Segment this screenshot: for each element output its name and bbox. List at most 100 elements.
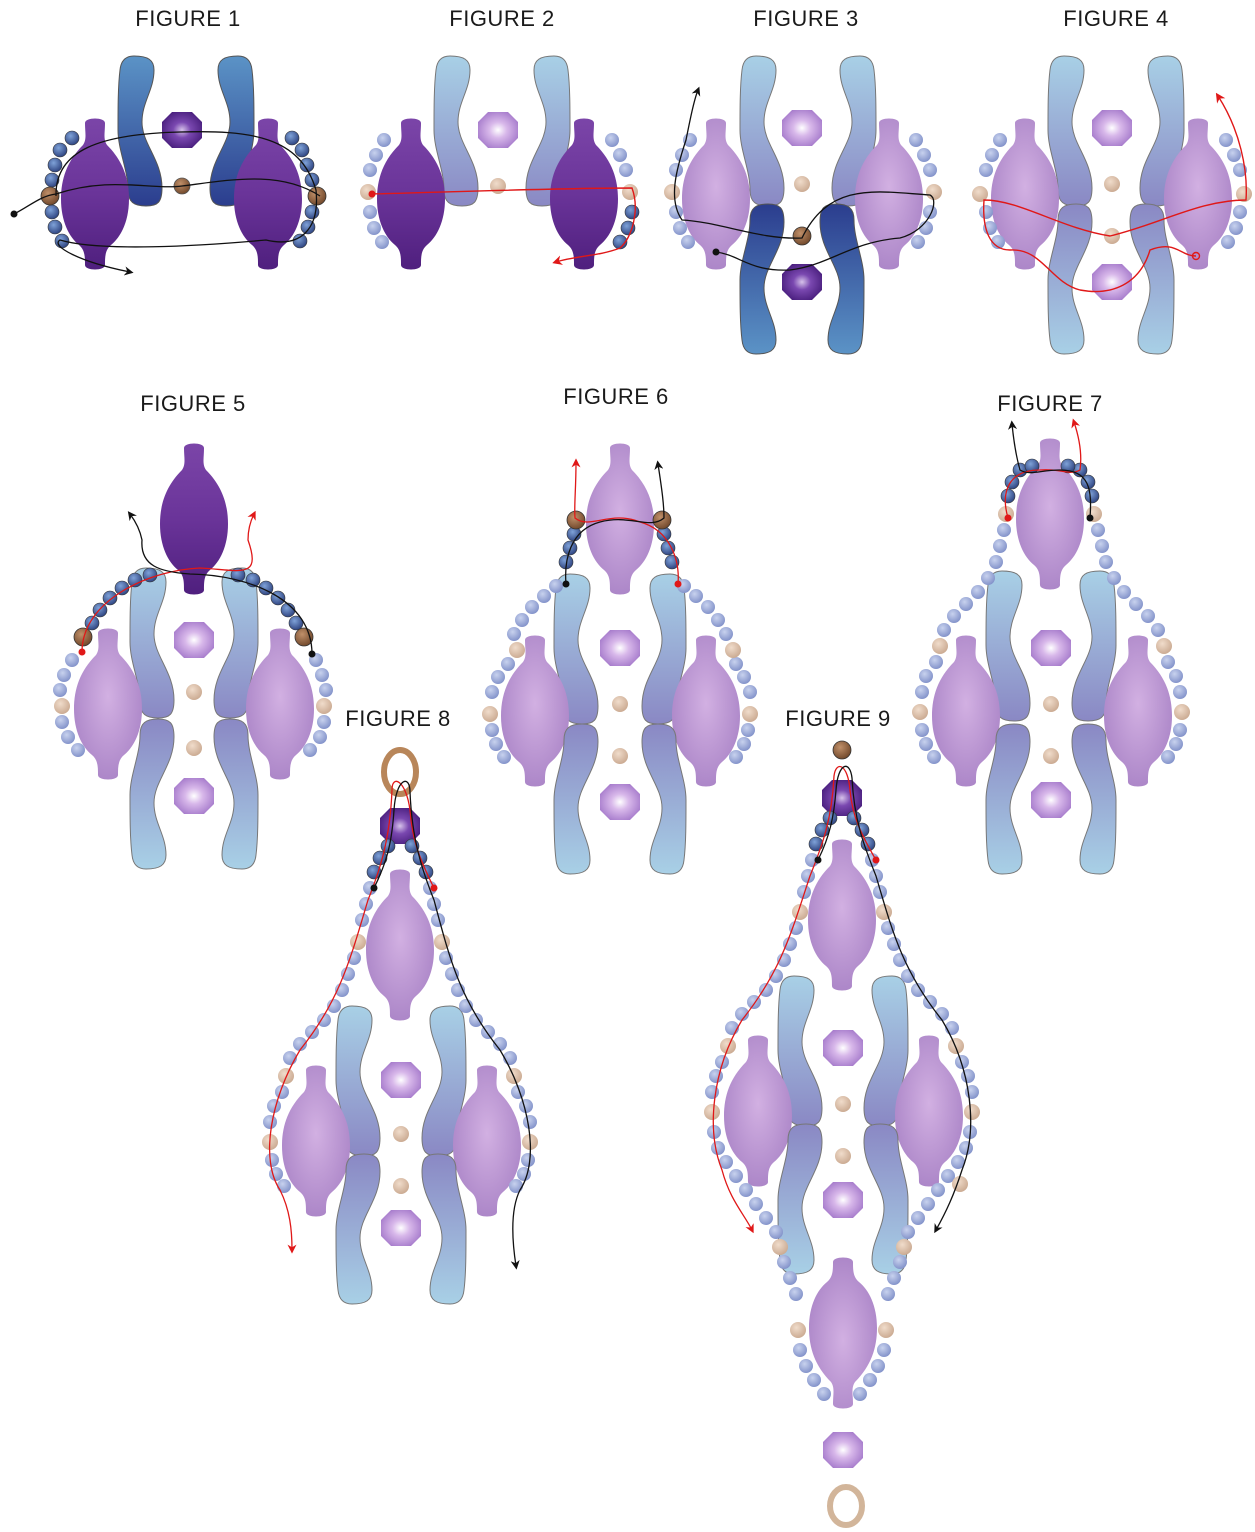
thread-path: [81, 510, 256, 653]
thread-path: [571, 458, 679, 585]
octagon-crystal: [782, 110, 822, 146]
figure-6-diagram: [482, 443, 758, 875]
figure-label-2: FIGURE 2: [449, 6, 555, 31]
octagon-crystal: [1092, 264, 1132, 300]
vase-bead: [1016, 438, 1084, 590]
tan-seed-bead: [186, 684, 202, 700]
figure-2-diagram: [360, 55, 640, 270]
figure-label-8: FIGURE 8: [345, 706, 451, 731]
seed-bead-strand: [915, 523, 1187, 764]
dogbone-bead: [129, 718, 175, 870]
tan-seed-bead: [612, 696, 628, 712]
bronze-seed-bead: [40, 186, 60, 206]
thread-start-dot: [78, 648, 86, 656]
figure-5-diagram: [53, 443, 333, 870]
tan-seed-bead: [393, 1178, 409, 1194]
thread-start-dot: [1086, 514, 1094, 522]
octagon-crystal: [381, 1062, 421, 1098]
thread-start-dot: [562, 580, 570, 588]
octagon-crystal: [823, 1182, 863, 1218]
tan-seed-bead: [835, 1148, 851, 1164]
octagon-crystal: [823, 1432, 863, 1468]
tan-seed-bead: [790, 1322, 806, 1338]
figure-label-4: FIGURE 4: [1063, 6, 1169, 31]
thread-start-dot: [1004, 514, 1012, 522]
figure-4-diagram: [972, 55, 1252, 355]
jump-ring: [381, 747, 419, 797]
figure-label-1: FIGURE 1: [135, 6, 241, 31]
thread-path: [127, 511, 313, 655]
thread-path: [983, 92, 1247, 293]
figure-label-6: FIGURE 6: [563, 384, 669, 409]
tan-seed-bead: [664, 184, 680, 200]
seed-bead-strand: [53, 653, 333, 757]
bronze-seed-bead: [792, 226, 812, 246]
octagon-crystal: [162, 112, 202, 148]
tan-seed-bead: [972, 186, 988, 202]
dogbone-bead: [819, 203, 865, 355]
tan-seed-bead: [1043, 696, 1059, 712]
thread-start-dot: [368, 190, 376, 198]
octagon-crystal: [381, 1210, 421, 1246]
thread-start-dot: [10, 210, 18, 218]
tan-seed-bead: [1174, 704, 1190, 720]
tan-seed-bead: [720, 1038, 736, 1054]
tan-seed-bead: [932, 638, 948, 654]
tan-seed-bead: [1156, 638, 1172, 654]
tan-seed-bead: [835, 1096, 851, 1112]
figure-7-diagram: [912, 418, 1190, 875]
tan-seed-bead: [878, 1322, 894, 1338]
octagon-crystal: [1092, 110, 1132, 146]
seed-bead-strand: [979, 133, 1247, 249]
dogbone-bead: [739, 203, 785, 355]
octagon-crystal: [600, 784, 640, 820]
tan-seed-bead: [896, 1239, 912, 1255]
dogbone-bead: [1047, 203, 1093, 355]
dogbone-bead: [1071, 723, 1117, 875]
tan-seed-bead: [490, 178, 506, 194]
octagon-crystal: [600, 630, 640, 666]
thread-path: [269, 780, 435, 1254]
thread-path: [373, 780, 531, 1270]
thread-path: [712, 765, 877, 1234]
jump-ring: [827, 1484, 865, 1528]
octagon-crystal: [478, 112, 518, 148]
tan-seed-bead: [772, 1239, 788, 1255]
tan-seed-bead: [926, 184, 942, 200]
thread-start-dot: [712, 248, 720, 256]
tan-seed-bead: [186, 740, 202, 756]
tan-seed-bead: [54, 698, 70, 714]
thread-path: [1004, 418, 1082, 519]
tan-seed-bead: [742, 706, 758, 722]
tan-seed-bead: [794, 176, 810, 192]
seed-bead-strand: [558, 526, 680, 570]
octagon-crystal: [174, 778, 214, 814]
thread-path: [371, 187, 636, 265]
figure-label-7: FIGURE 7: [997, 391, 1103, 416]
tan-seed-bead: [704, 1104, 720, 1120]
tan-seed-bead: [948, 1038, 964, 1054]
tan-seed-bead: [1104, 176, 1120, 192]
octagon-crystal: [823, 1030, 863, 1066]
thread-start-dot: [370, 884, 378, 892]
thread-start-dot: [1191, 251, 1201, 261]
tan-seed-bead: [792, 904, 808, 920]
dogbone-bead: [213, 718, 259, 870]
seed-bead-strand: [1000, 458, 1100, 504]
bronze-seed-bead: [73, 627, 93, 647]
tan-seed-bead: [482, 706, 498, 722]
bronze-seed-bead: [832, 740, 852, 760]
tan-seed-bead: [393, 1126, 409, 1142]
thread-start-dot: [308, 650, 316, 658]
tan-seed-bead: [1043, 748, 1059, 764]
thread-start-dot: [430, 884, 438, 892]
seed-bead-strand: [485, 579, 757, 764]
figure-8-diagram: [262, 747, 538, 1305]
tan-seed-bead: [876, 904, 892, 920]
dogbone-bead: [1129, 203, 1175, 355]
vase-bead: [366, 869, 434, 1021]
figure-label-5: FIGURE 5: [140, 391, 246, 416]
octagon-crystal: [1031, 630, 1071, 666]
octagon-crystal: [1031, 782, 1071, 818]
